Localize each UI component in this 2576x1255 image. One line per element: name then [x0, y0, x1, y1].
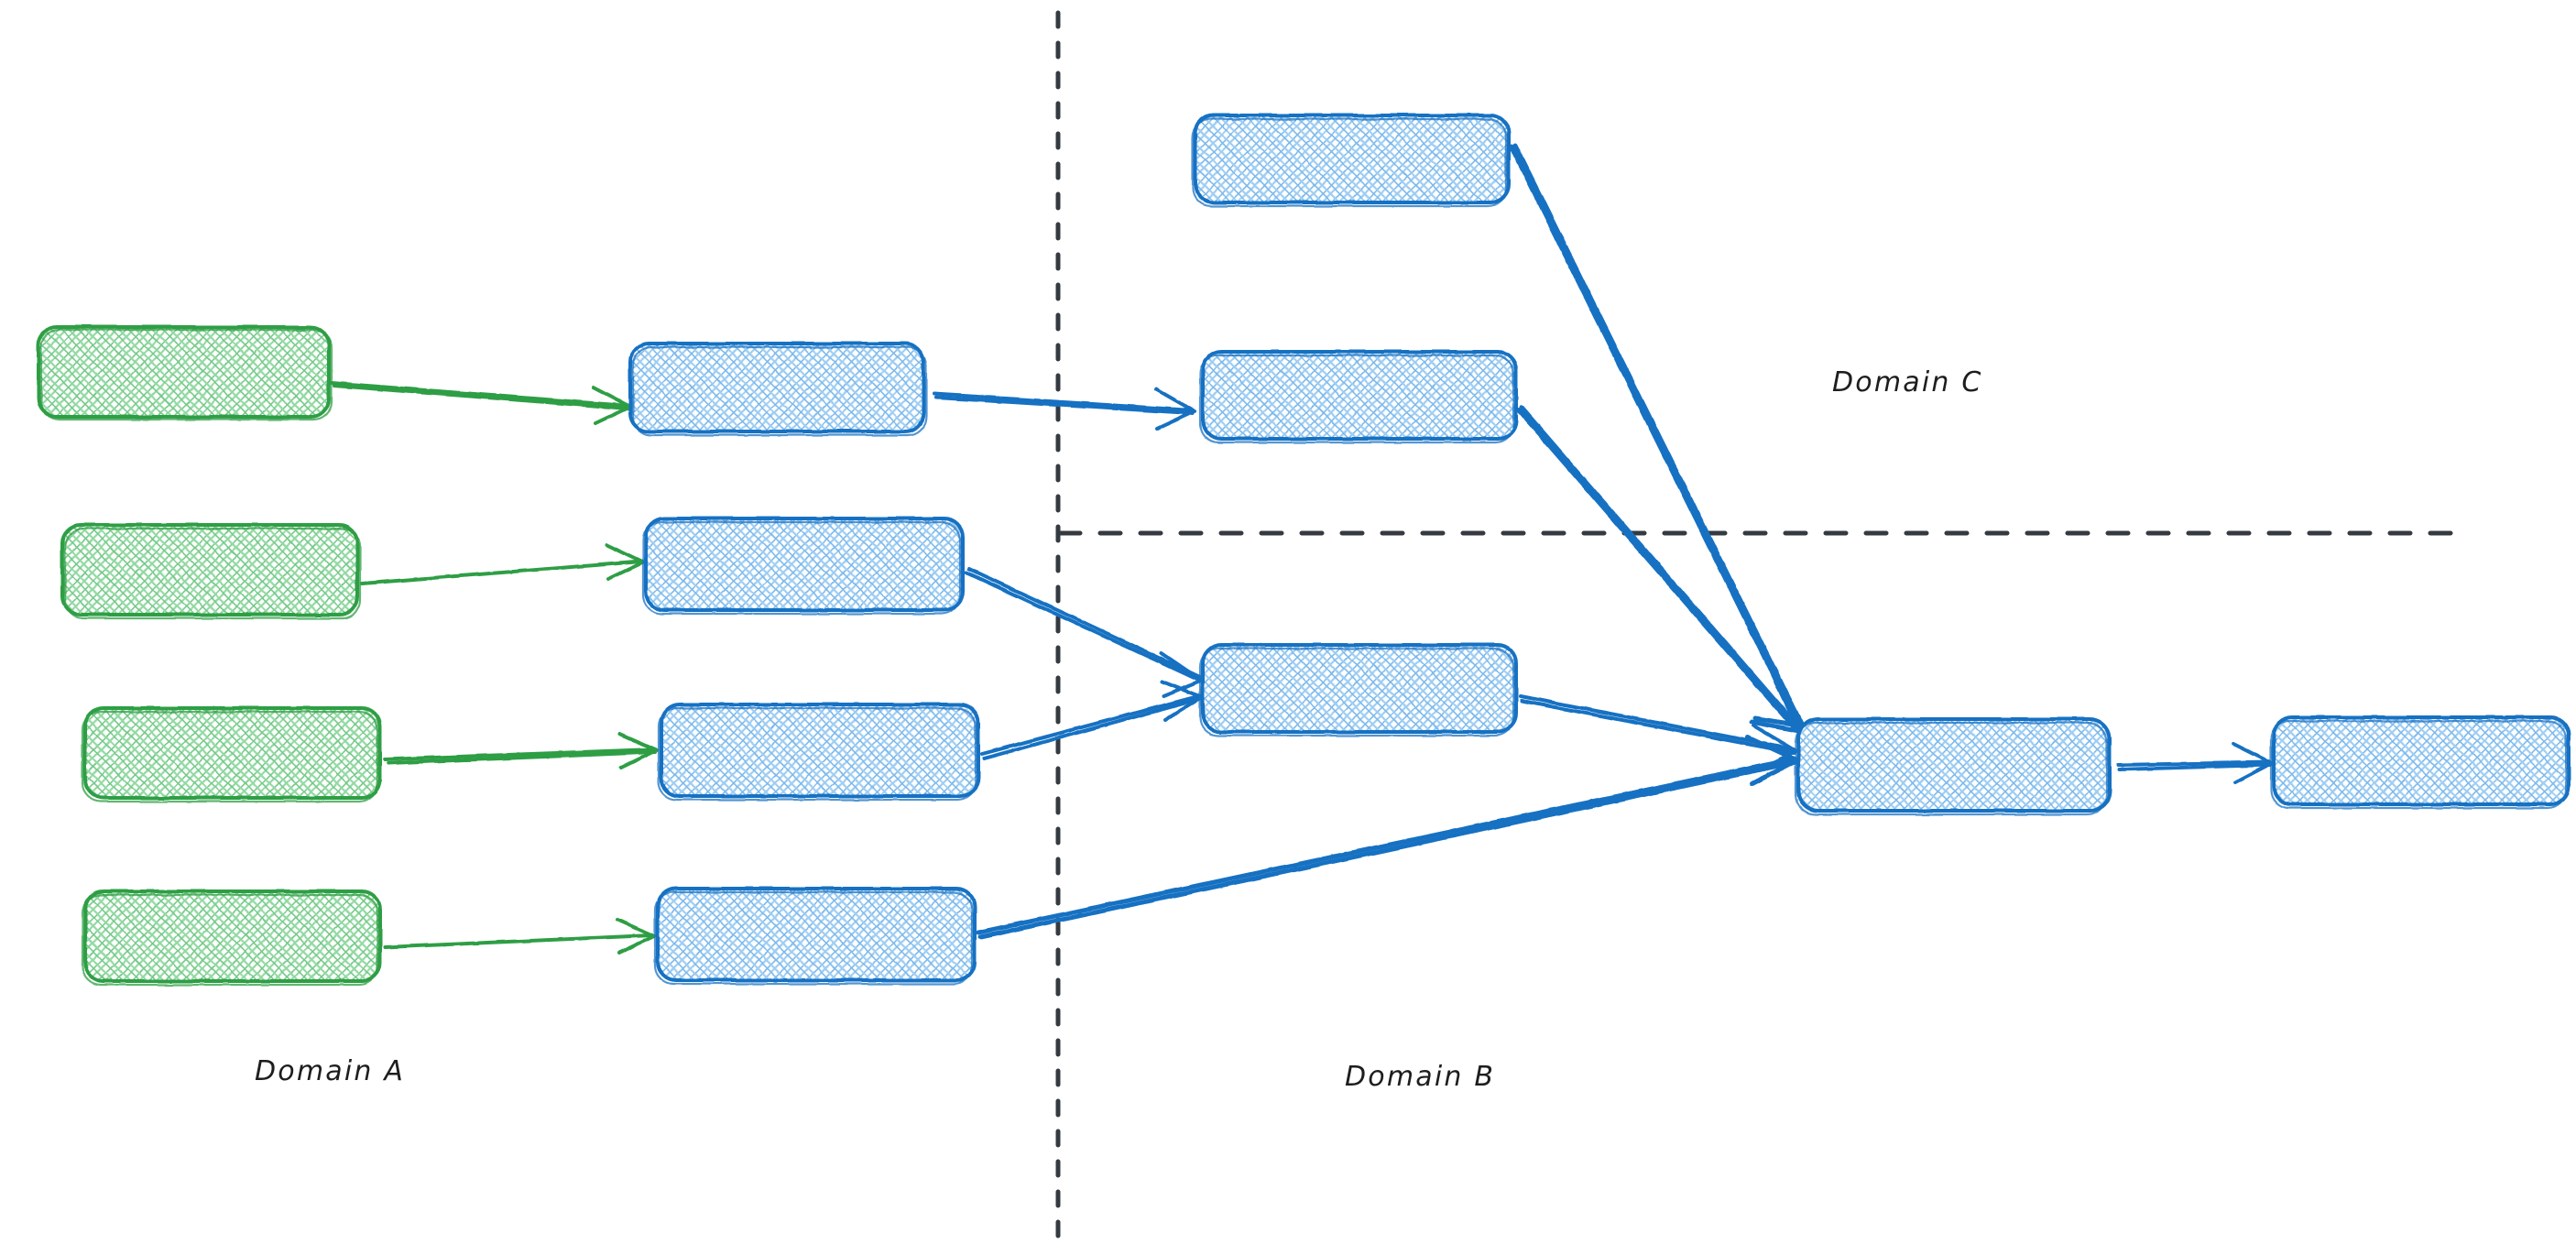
- node-c3[interactable]: [1198, 643, 1518, 737]
- edge-a3-b3: [383, 732, 659, 769]
- domain-b-label: Domain B: [1345, 1061, 1496, 1093]
- node-b2[interactable]: [641, 517, 965, 616]
- edge-b1-c2: [933, 387, 1196, 431]
- node-c1[interactable]: [1191, 114, 1511, 208]
- node-a1[interactable]: [37, 325, 333, 421]
- domain-c-label: Domain C: [1832, 366, 1983, 398]
- node-a2[interactable]: [60, 523, 362, 620]
- node-d1[interactable]: [1794, 717, 2112, 816]
- edge-c1-d1: [1509, 143, 1804, 728]
- node-b1[interactable]: [628, 342, 928, 437]
- node-a4[interactable]: [81, 889, 382, 987]
- node-b4[interactable]: [653, 887, 977, 986]
- domain-a-label: Domain A: [255, 1055, 406, 1087]
- node-c2[interactable]: [1198, 350, 1518, 444]
- node-a3[interactable]: [81, 706, 382, 803]
- node-d2[interactable]: [2269, 715, 2571, 810]
- node-b3[interactable]: [657, 703, 980, 802]
